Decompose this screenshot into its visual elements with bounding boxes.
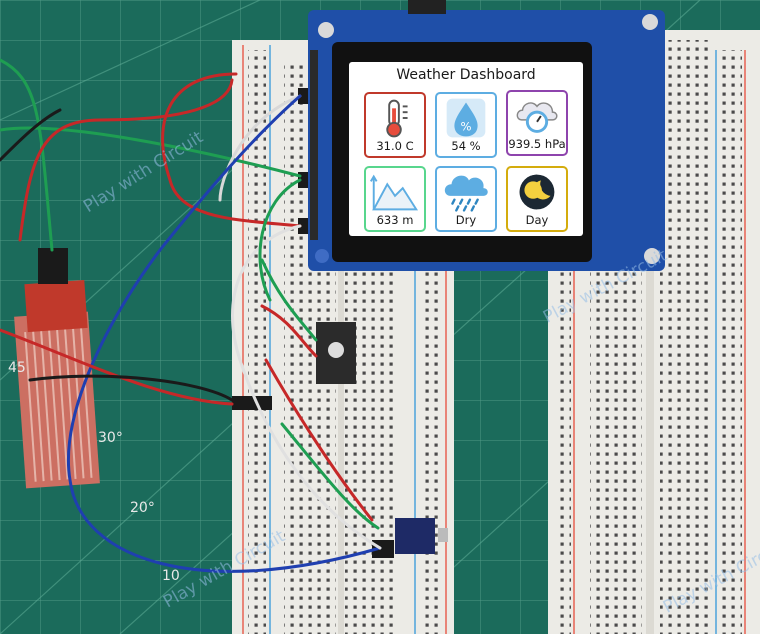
- mat-label-45: 45: [8, 360, 26, 376]
- svg-text:%: %: [460, 120, 471, 134]
- mat-label-20: 20°: [130, 500, 155, 516]
- rain-sensor-board: [14, 248, 100, 489]
- rain-status-value: Dry: [455, 213, 477, 227]
- mat-label-10: 10: [162, 568, 180, 584]
- mat-label-30: 30°: [98, 430, 123, 446]
- humidity-tile: % 54 %: [435, 92, 497, 158]
- pressure-value: 939.5 hPa: [508, 137, 566, 151]
- altitude-mountain-icon: [370, 174, 419, 211]
- pressure-cloud-gauge-icon: [516, 102, 558, 133]
- humidity-value: 54 %: [451, 139, 481, 153]
- daylight-value: Day: [525, 213, 549, 227]
- jumper-wires: [0, 58, 382, 573]
- humidity-drop-icon: %: [446, 98, 486, 138]
- temperature-value: 31.0 C: [376, 139, 414, 153]
- dashboard-title: Weather Dashboard: [396, 67, 536, 83]
- sun-moon-icon: [519, 174, 555, 210]
- lcd-screen: Weather Dashboard 31.0 C % 54 %: [349, 62, 583, 236]
- daylight-tile: Day: [506, 166, 568, 232]
- pressure-tile: 939.5 hPa: [506, 90, 568, 156]
- rain-cloud-icon: [444, 175, 488, 212]
- thermometer-icon: [386, 99, 408, 138]
- bme280-sensor-module: [395, 518, 435, 554]
- altitude-value: 633 m: [376, 213, 414, 227]
- temperature-tile: 31.0 C: [364, 92, 426, 158]
- altitude-tile: 633 m: [364, 166, 426, 232]
- rain-tile: Dry: [435, 166, 497, 232]
